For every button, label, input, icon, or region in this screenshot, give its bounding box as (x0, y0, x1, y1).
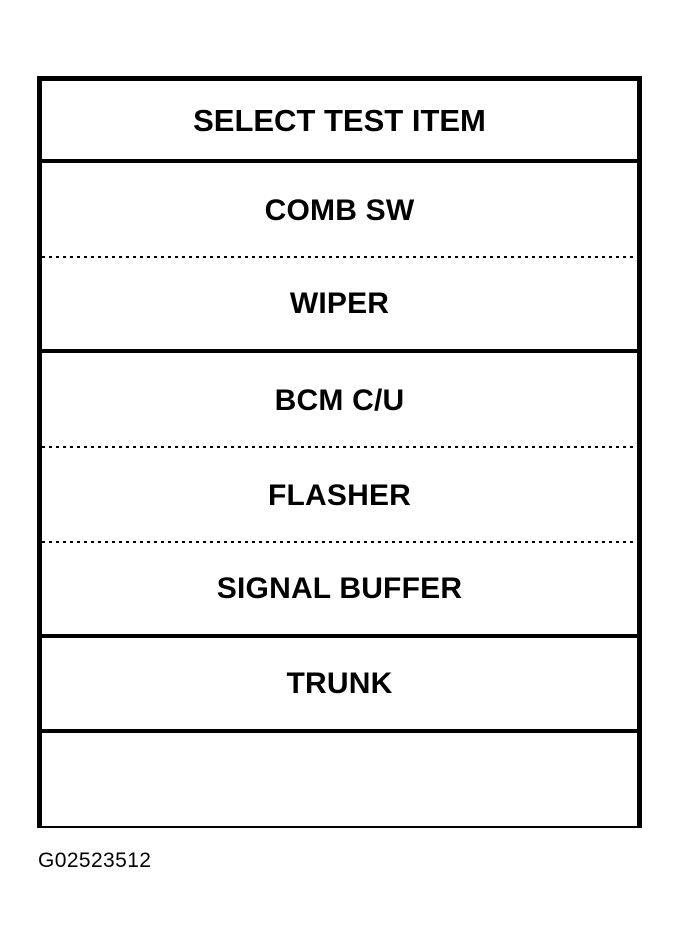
menu-item-label: BCM C/U (274, 383, 405, 417)
menu-item-label: COMB SW (264, 193, 415, 227)
menu-item-label: TRUNK (286, 666, 393, 700)
menu-item-comb-sw[interactable]: COMB SW (42, 163, 637, 260)
menu-item-label: SIGNAL BUFFER (216, 571, 463, 605)
menu-item-signal-buffer[interactable]: SIGNAL BUFFER (42, 543, 637, 638)
menu-item-bcm-cu[interactable]: BCM C/U (42, 353, 637, 450)
menu-item-flasher[interactable]: FLASHER (42, 448, 637, 545)
menu-header-row: SELECT TEST ITEM (42, 81, 637, 163)
menu-item-label: WIPER (289, 286, 390, 320)
menu-item-label: FLASHER (267, 478, 412, 512)
menu-item-empty[interactable] (42, 733, 637, 826)
select-test-item-menu: SELECT TEST ITEM COMB SW WIPER BCM C/U F… (37, 76, 642, 828)
menu-header-label: SELECT TEST ITEM (193, 102, 486, 138)
menu-item-wiper[interactable]: WIPER (42, 258, 637, 353)
figure-caption: G02523512 (38, 849, 152, 872)
menu-item-trunk[interactable]: TRUNK (42, 638, 637, 733)
